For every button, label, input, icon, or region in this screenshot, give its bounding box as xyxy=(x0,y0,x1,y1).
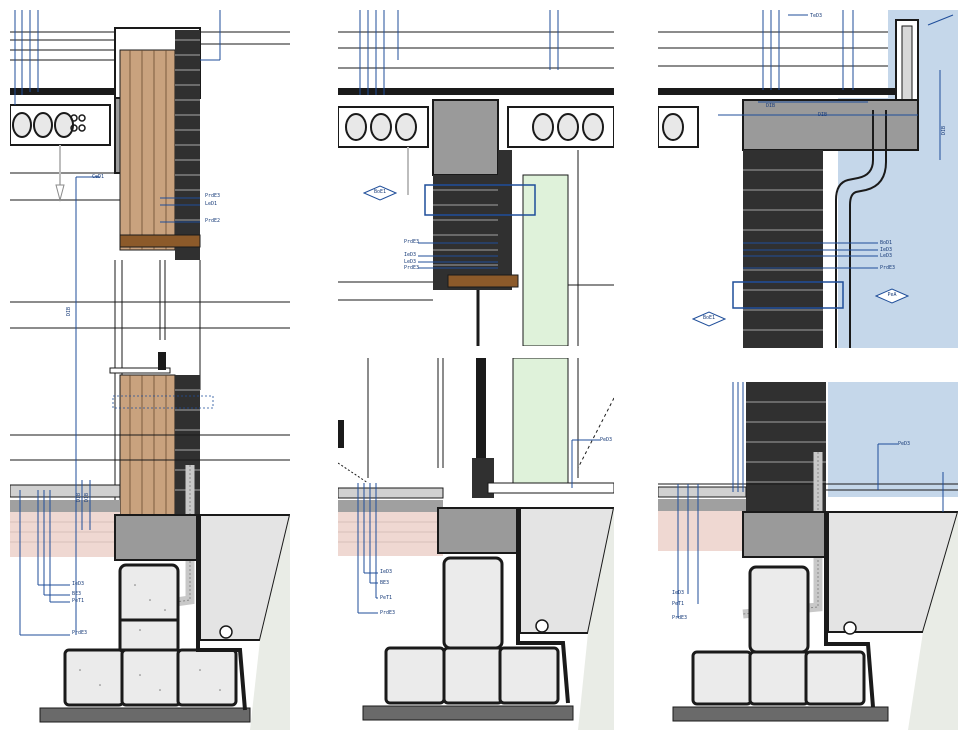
label-prde2: PrdE2 xyxy=(205,218,221,224)
label-be3: BE3 xyxy=(72,591,82,597)
label-prde3-top: PrdE3 xyxy=(205,193,221,199)
label-dib-vertical: DIB xyxy=(66,306,72,316)
detail-tag-boe1: BoE1 xyxy=(363,185,397,201)
label-dib-dim2: DIB xyxy=(84,492,90,502)
label-ped3: PeD3 xyxy=(898,441,911,447)
label-dib-3: DIB xyxy=(941,125,947,135)
label-prde3-second: PrdE3 xyxy=(404,265,420,271)
label-ted3: TeD3 xyxy=(810,13,823,19)
panel-base-right-bottom: PeD3 IeD3 PeT1 PrdE3 xyxy=(658,382,958,730)
wall-section-drawing xyxy=(10,10,290,730)
label-be3: BE3 xyxy=(380,580,390,586)
label-ied3: IeD3 xyxy=(380,569,393,575)
label-pet1: PeT1 xyxy=(672,601,685,607)
label-prde3: PrdE3 xyxy=(672,615,688,621)
label-led1: LeD1 xyxy=(205,201,218,207)
label-dib-1: DIB xyxy=(766,103,776,109)
label-dib-2: DIB xyxy=(818,112,828,118)
label-led3: LeD3 xyxy=(880,253,893,259)
label-ied3: IeD3 xyxy=(672,590,685,596)
base-drawing xyxy=(658,382,958,730)
window-head-drawing xyxy=(338,10,614,346)
label-ied3: IeD3 xyxy=(880,247,893,253)
parapet-drawing xyxy=(658,10,958,348)
label-ped3: PeD3 xyxy=(600,437,613,443)
label-ced1: CeD1 xyxy=(92,174,105,180)
label-led3: LeD3 xyxy=(404,259,417,265)
label-prde3: PrdE3 xyxy=(880,265,896,271)
panel-parapet-right-top: TeD3 DIB DIB DIB BoD1 IeD3 LeD3 PrdE3 Bo… xyxy=(658,10,958,348)
label-pet1: PeT1 xyxy=(72,598,85,604)
label-ied3: IeD3 xyxy=(72,581,85,587)
panel-window-middle-bottom: PeD3 IeD3 BE3 PeT1 PrdE3 xyxy=(338,358,614,730)
label-prde3: PrdE3 xyxy=(380,610,396,616)
label-pet1: PeT1 xyxy=(380,595,393,601)
panel-wall-left: CeD1 PrdE3 LeD1 PrdE2 IeD3 BE3 PeT1 PrdE… xyxy=(10,10,290,730)
label-bod1: BoD1 xyxy=(880,240,893,246)
window-sill-drawing xyxy=(338,358,614,730)
label-prde3: PrdE3 xyxy=(404,239,420,245)
detail-tag-boe1: BoE1 xyxy=(692,311,726,327)
detail-tag-pea: PeA xyxy=(875,288,909,304)
label-ied3: IeD3 xyxy=(404,252,417,258)
label-dib-dim1: DIB xyxy=(76,492,82,502)
panel-window-middle-top: BoE1 PrdE3 IeD3 LeD3 PrdE3 xyxy=(338,10,614,346)
label-prde3-bottom: PrdE3 xyxy=(72,630,88,636)
